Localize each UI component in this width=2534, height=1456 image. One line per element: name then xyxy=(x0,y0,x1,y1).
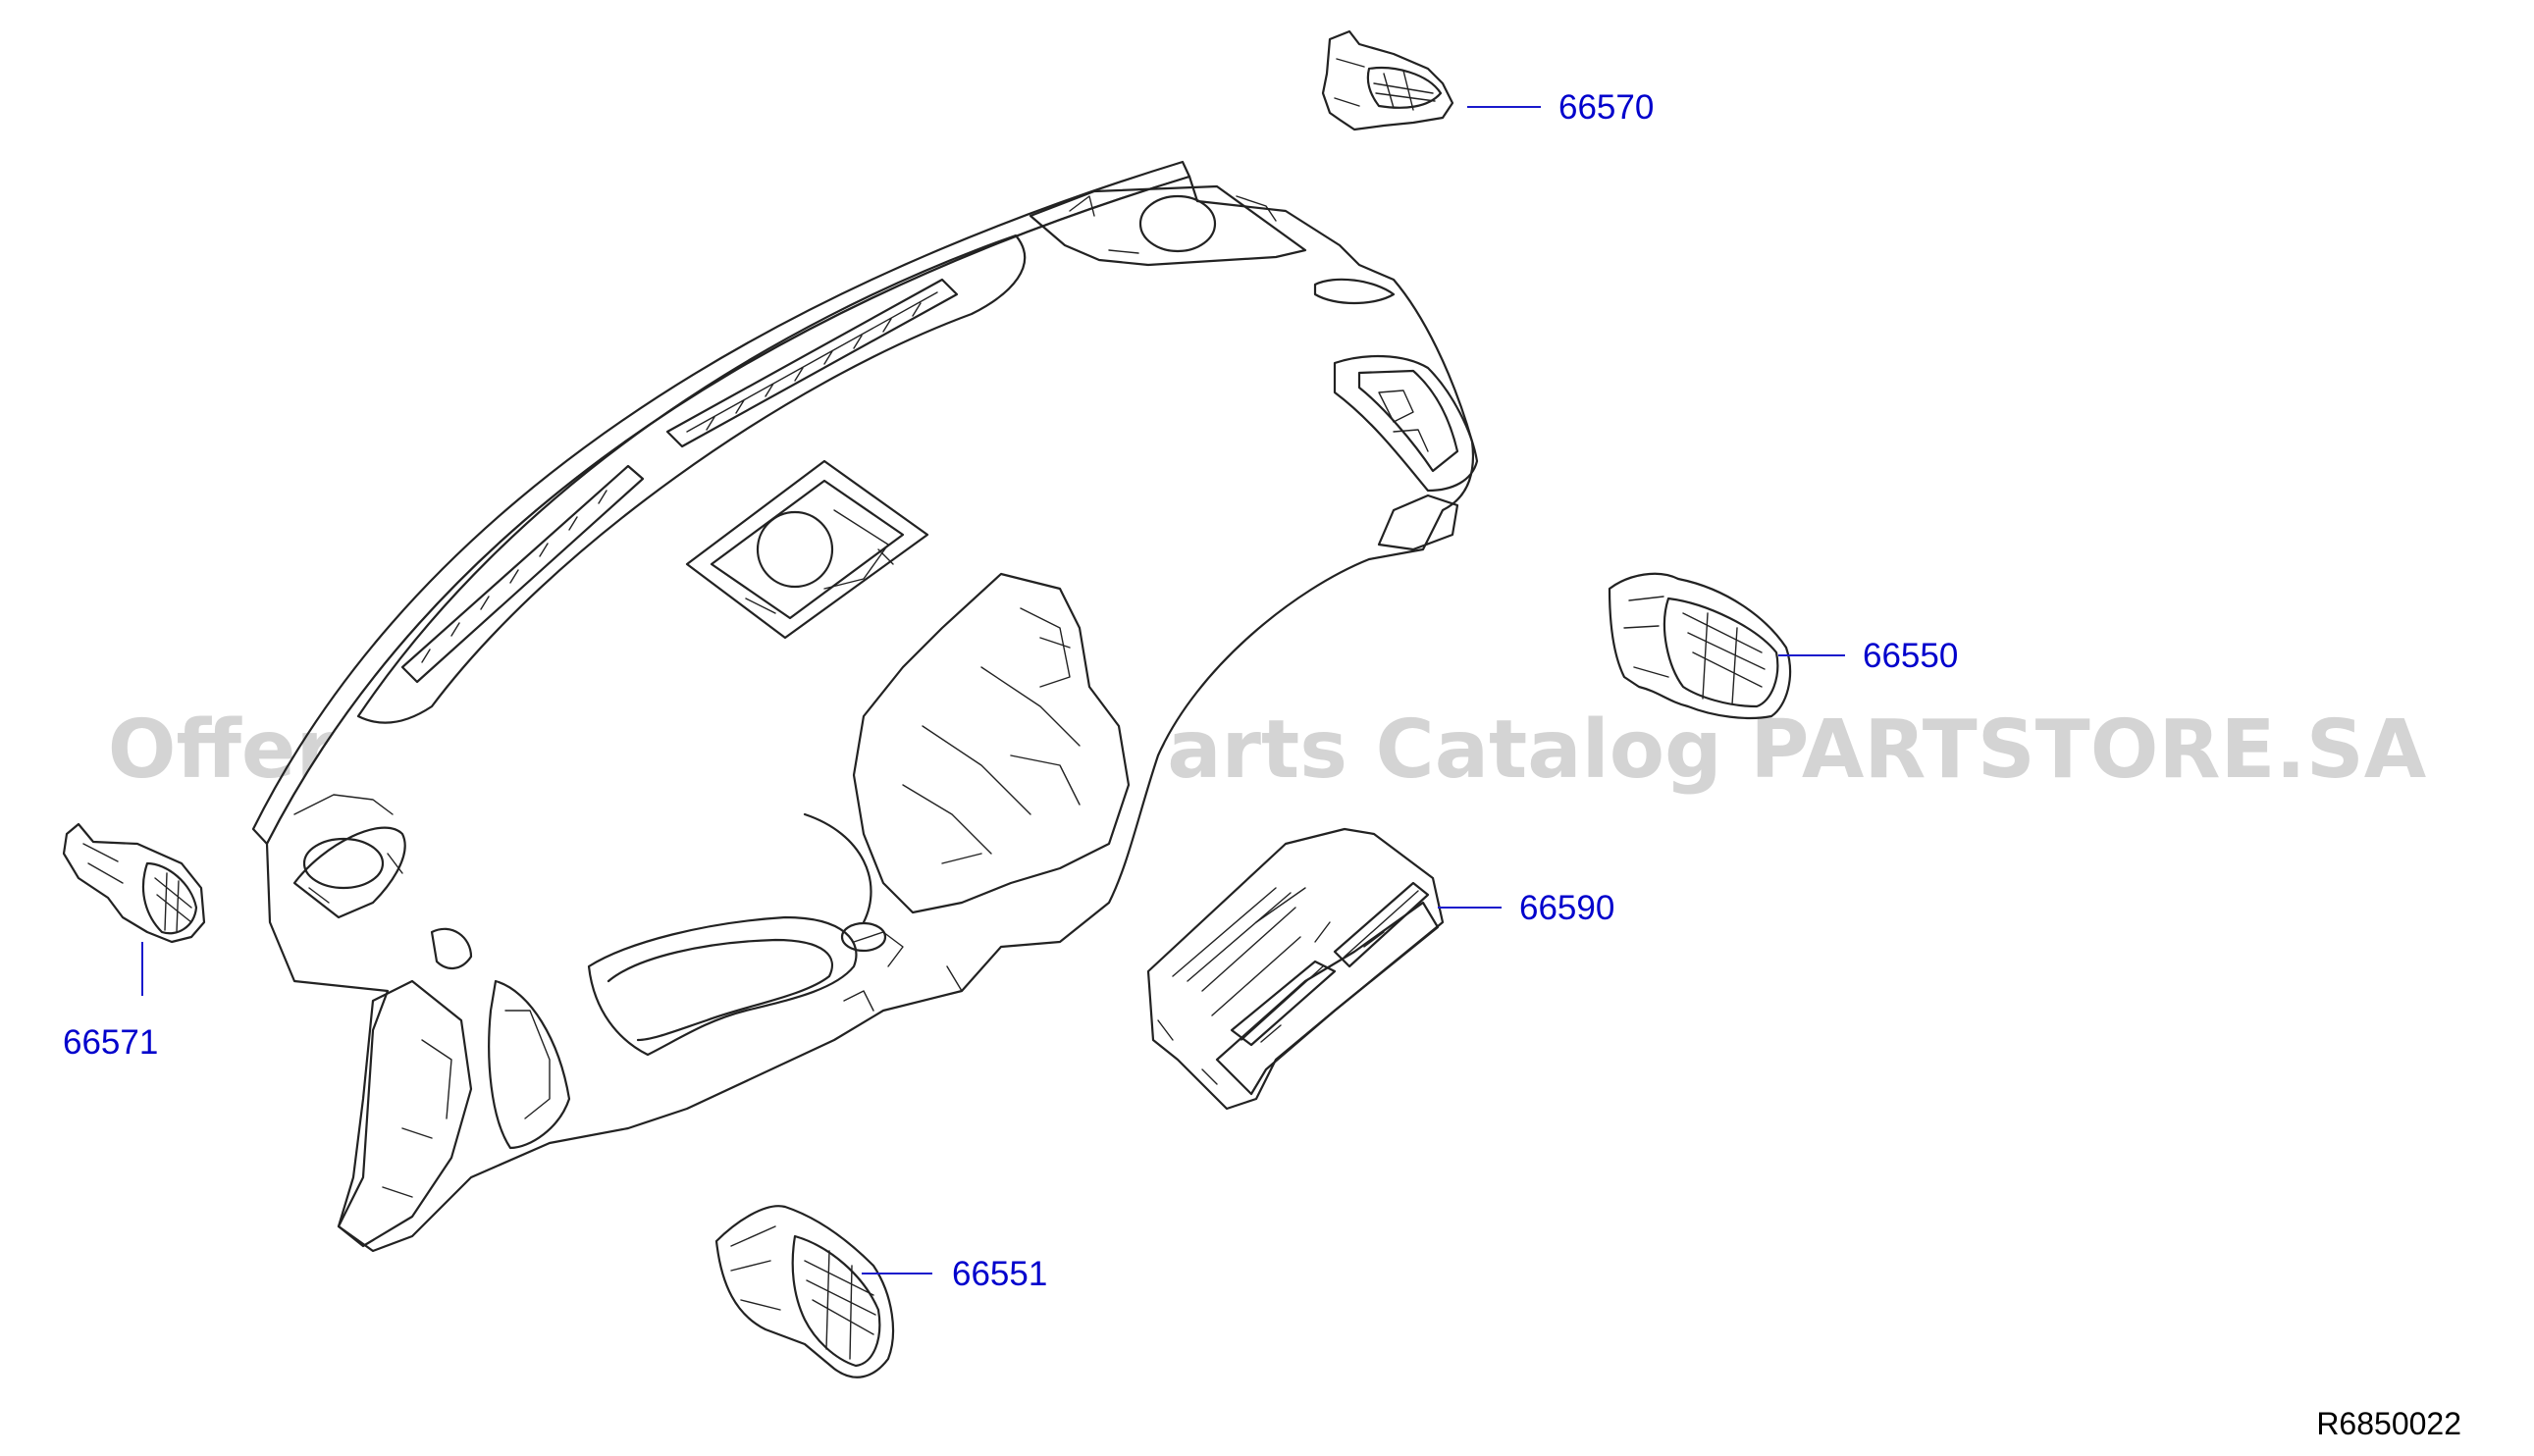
reference-code: R6850022 xyxy=(2316,1406,2461,1441)
part-label-66571[interactable]: 66571 xyxy=(63,1023,158,1062)
part-66590-drawing xyxy=(1146,827,1445,1111)
part-66551-drawing xyxy=(714,1205,895,1378)
part-66570-drawing xyxy=(1321,29,1454,131)
part-label-66570[interactable]: 66570 xyxy=(1558,88,1654,127)
part-66571-drawing xyxy=(62,822,206,944)
part-label-66550[interactable]: 66550 xyxy=(1863,637,1958,675)
part-label-66590[interactable]: 66590 xyxy=(1519,889,1614,927)
instrument-panel-drawing xyxy=(251,160,1479,1253)
part-66550-drawing xyxy=(1608,572,1792,720)
part-label-66551[interactable]: 66551 xyxy=(952,1255,1047,1293)
